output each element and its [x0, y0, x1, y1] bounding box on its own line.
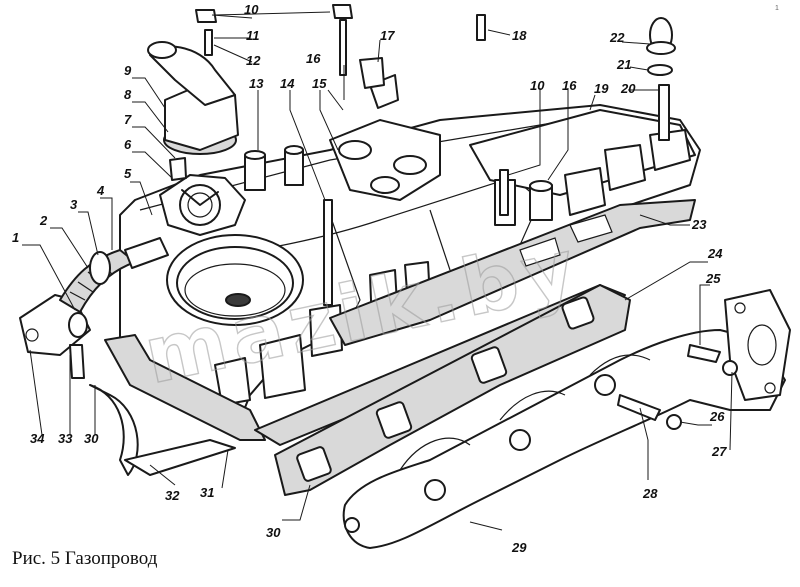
- label-part-12: 12: [246, 53, 261, 68]
- label-part-11: 11: [246, 28, 260, 43]
- label-part-14: 14: [280, 76, 295, 91]
- label-part-5: 5: [124, 166, 132, 181]
- label-part-28: 28: [642, 486, 658, 501]
- label-part-32: 32: [165, 488, 180, 503]
- label-part-33: 33: [58, 431, 73, 446]
- label-part-16-top: 16: [306, 51, 321, 66]
- corner-mark: 1: [775, 5, 779, 12]
- carburettor-flange-opening: [166, 234, 304, 326]
- label-part-29: 29: [511, 540, 527, 555]
- label-part-23: 23: [691, 217, 707, 232]
- label-part-9: 9: [124, 63, 132, 78]
- label-part-22: 22: [609, 30, 625, 45]
- label-part-16-right: 16: [562, 78, 577, 93]
- label-part-10-right: 10: [530, 78, 545, 93]
- thermostat-housing: [147, 41, 246, 236]
- figure-caption: Рис. 5 Газопровод: [12, 548, 158, 569]
- label-part-25: 25: [705, 271, 721, 286]
- label-part-10-top: 10: [244, 2, 259, 17]
- label-part-21: 21: [616, 57, 631, 72]
- label-part-31: 31: [200, 485, 214, 500]
- manifold-gasket-upper: [329, 199, 696, 346]
- label-part-20: 20: [620, 81, 636, 96]
- exhaust-port-gasket: [274, 284, 631, 496]
- label-part-8: 8: [124, 87, 132, 102]
- exhaust-manifold: [342, 289, 791, 549]
- bypass-hose-assembly: [19, 237, 169, 476]
- label-part-26: 26: [709, 409, 725, 424]
- label-part-7: 7: [124, 112, 132, 127]
- leader-lines: [22, 11, 733, 531]
- label-part-17: 17: [380, 28, 395, 43]
- label-part-19: 19: [594, 81, 609, 96]
- label-part-4: 4: [96, 183, 105, 198]
- label-part-30-left: 30: [84, 431, 99, 446]
- label-part-6: 6: [124, 137, 132, 152]
- label-part-15: 15: [312, 76, 327, 91]
- label-part-30-lower: 30: [266, 525, 281, 540]
- label-part-27: 27: [711, 444, 727, 459]
- label-part-34: 34: [30, 431, 45, 446]
- label-part-18: 18: [512, 28, 527, 43]
- label-part-1: 1: [12, 230, 19, 245]
- label-part-3: 3: [70, 197, 78, 212]
- label-part-2: 2: [39, 213, 48, 228]
- part-number-labels: 1 2 3 4 5 6 7 8 9 10 11 12 13 14 15 16 1…: [12, 2, 727, 555]
- studs-and-bolts: [195, 4, 676, 306]
- label-part-24: 24: [707, 246, 723, 261]
- label-part-13: 13: [249, 76, 264, 91]
